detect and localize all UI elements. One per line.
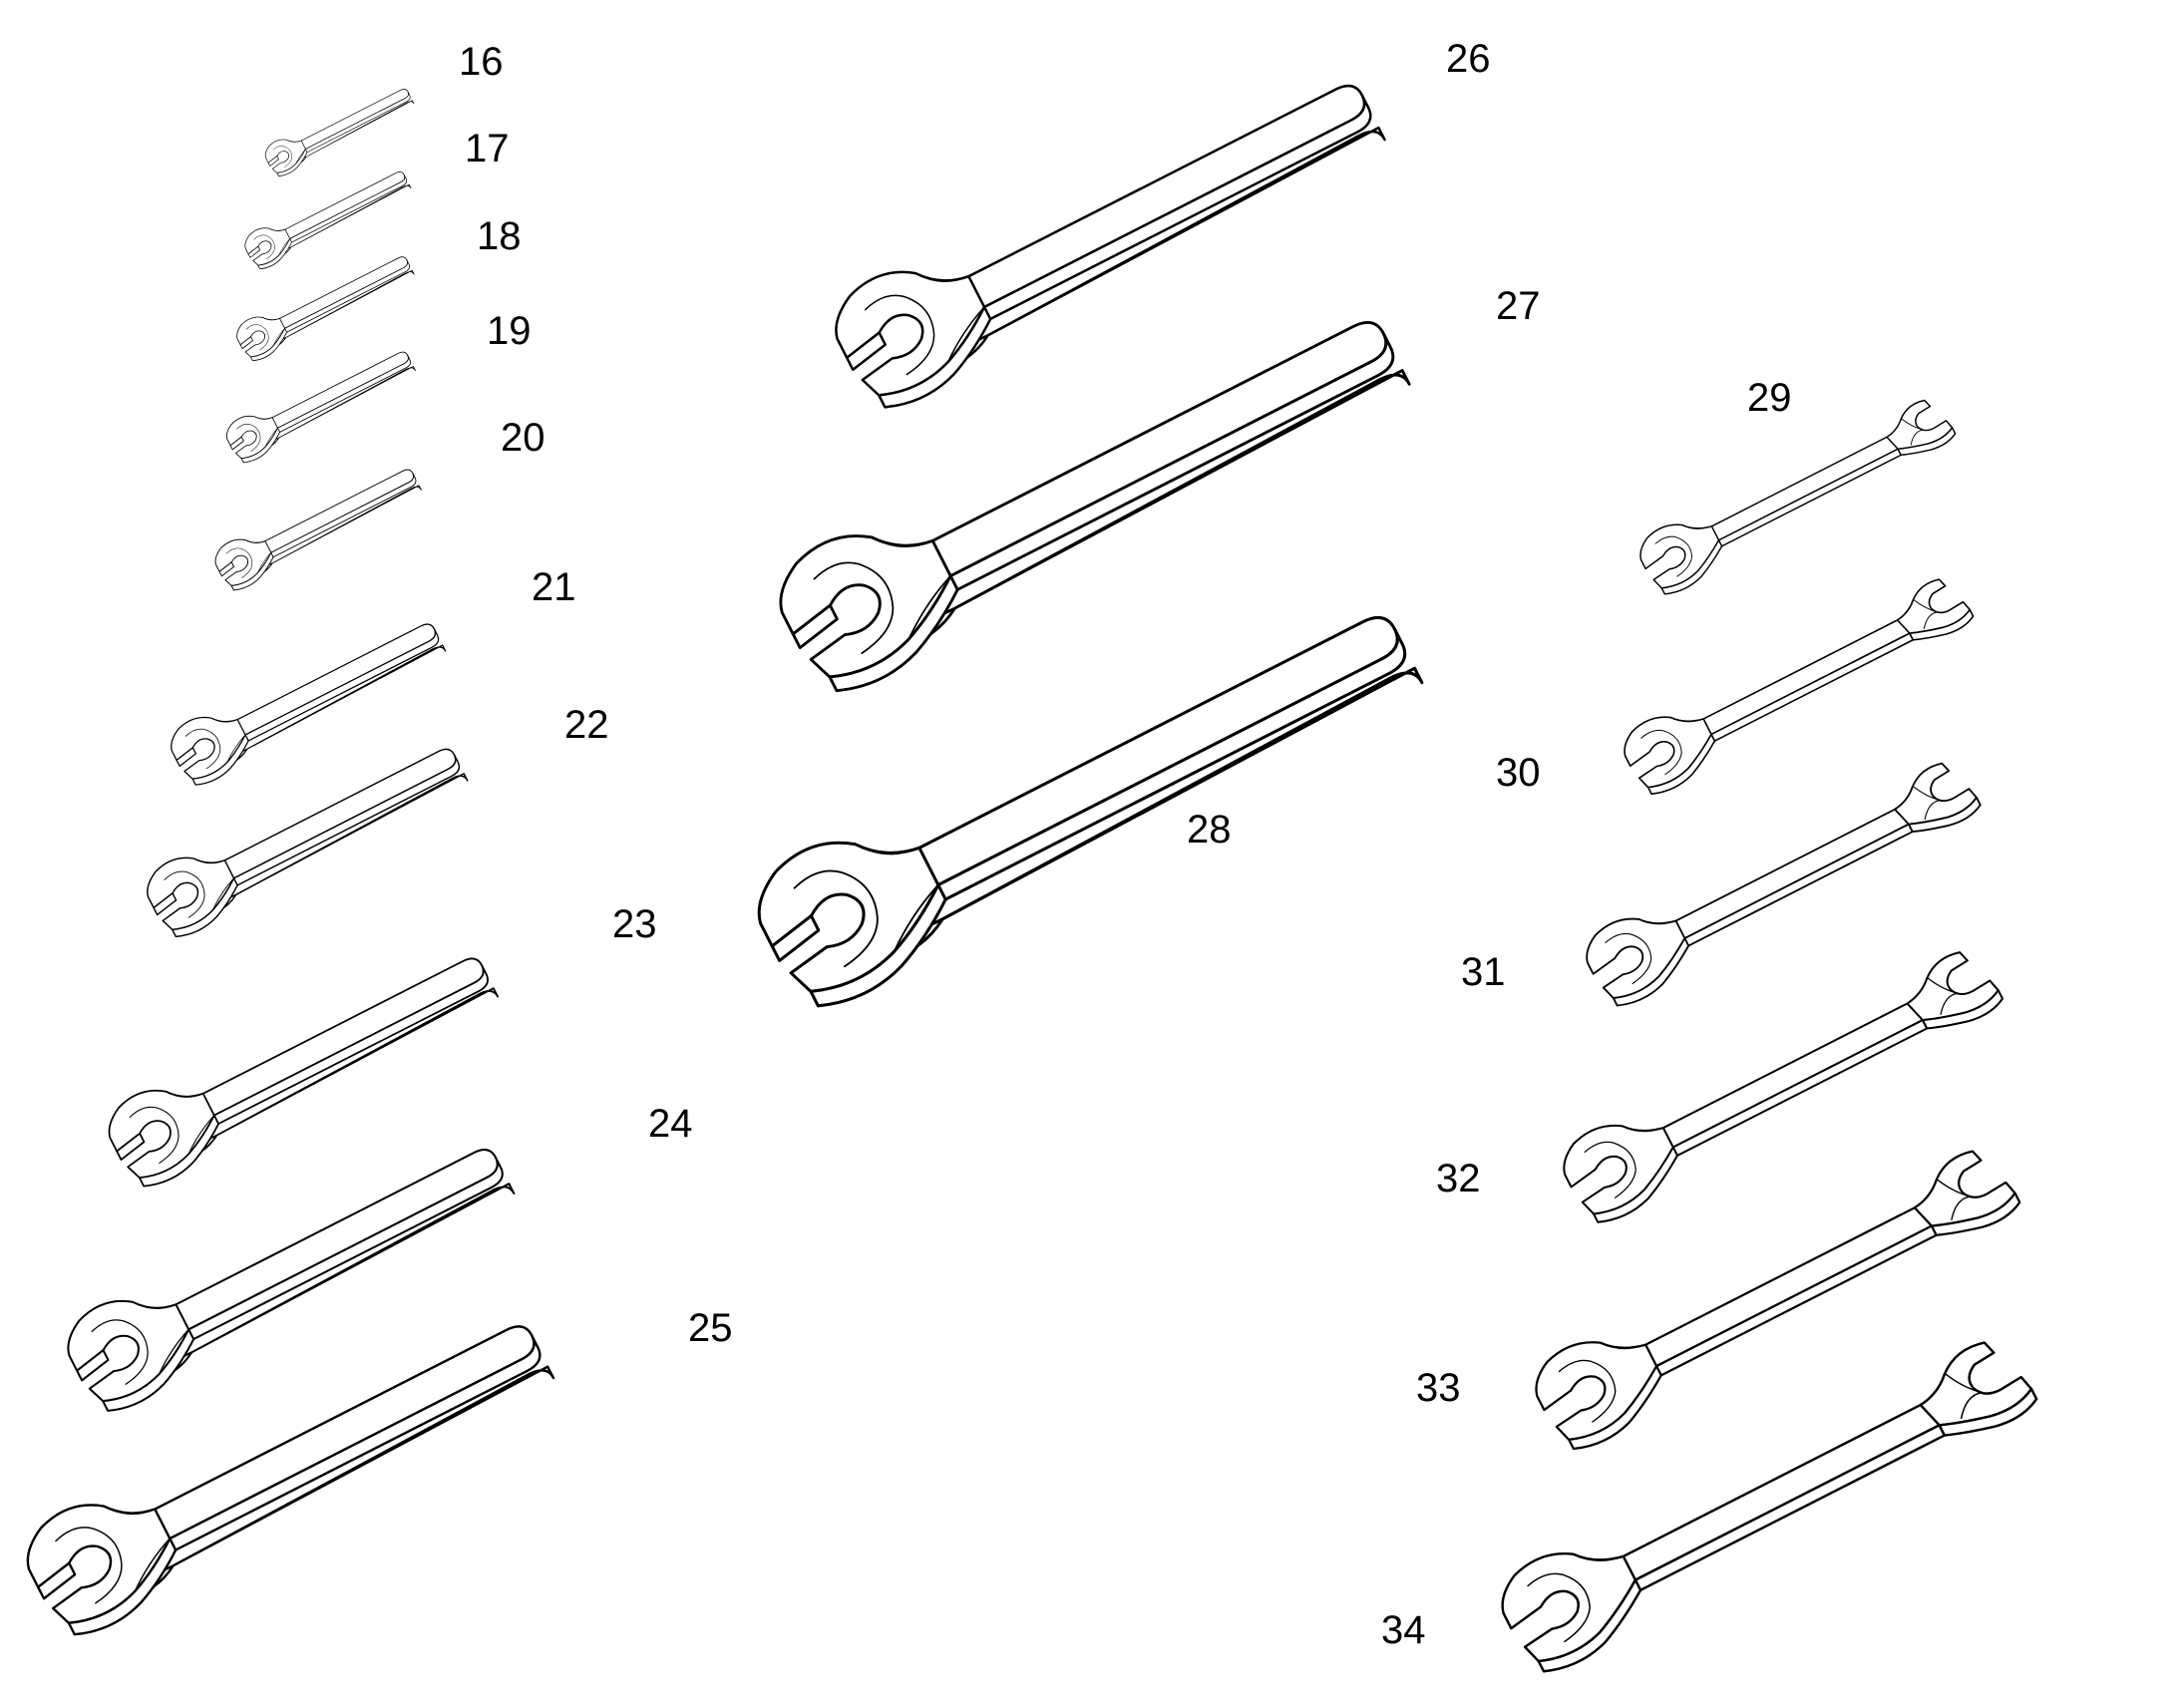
callout-label-layer: 16 17 18 19 20 21 22 23 24 25 26 27 28 29 30 31 32 33 34 [459,37,1792,1652]
wrench-31 [1576,749,1991,1015]
callout-label-23: 23 [612,902,657,946]
callout-label-24: 24 [648,1102,693,1146]
wrench-29 [1632,388,1964,601]
callout-label-34: 34 [1381,1608,1426,1652]
open-end-wrench-icon [260,77,417,180]
wrench-20 [208,453,426,596]
double-open-end-wrench-icon [1576,749,1991,1015]
callout-label-25: 25 [688,1306,733,1350]
callout-label-28: 28 [1187,808,1232,852]
callout-label-16: 16 [459,40,504,84]
double-open-end-wrench-icon [1615,566,1983,803]
callout-label-27: 27 [1496,284,1541,328]
callout-label-31: 31 [1461,950,1506,994]
open-end-wrench-icon [239,159,415,273]
open-end-wrench-icon [97,927,506,1196]
wrench-layer [11,42,2050,1684]
wrench-21 [163,602,451,793]
wrench-30 [1615,566,1983,803]
callout-label-26: 26 [1446,37,1491,81]
callout-label-29: 29 [1747,376,1792,420]
open-end-wrench-icon [163,602,451,793]
double-open-end-wrench-icon [1632,388,1964,601]
callout-label-17: 17 [465,127,510,171]
callout-label-19: 19 [487,309,532,353]
wrench-23 [97,927,506,1196]
callout-label-30: 30 [1496,751,1541,795]
wrench-16 [260,77,417,180]
callout-label-33: 33 [1416,1366,1461,1410]
callout-label-32: 32 [1436,1157,1481,1200]
callout-label-21: 21 [532,565,576,609]
callout-label-18: 18 [477,214,522,258]
callout-label-22: 22 [564,703,609,747]
callout-label-20: 20 [501,416,545,460]
wrench-17 [239,159,415,273]
open-end-wrench-icon [208,453,426,596]
